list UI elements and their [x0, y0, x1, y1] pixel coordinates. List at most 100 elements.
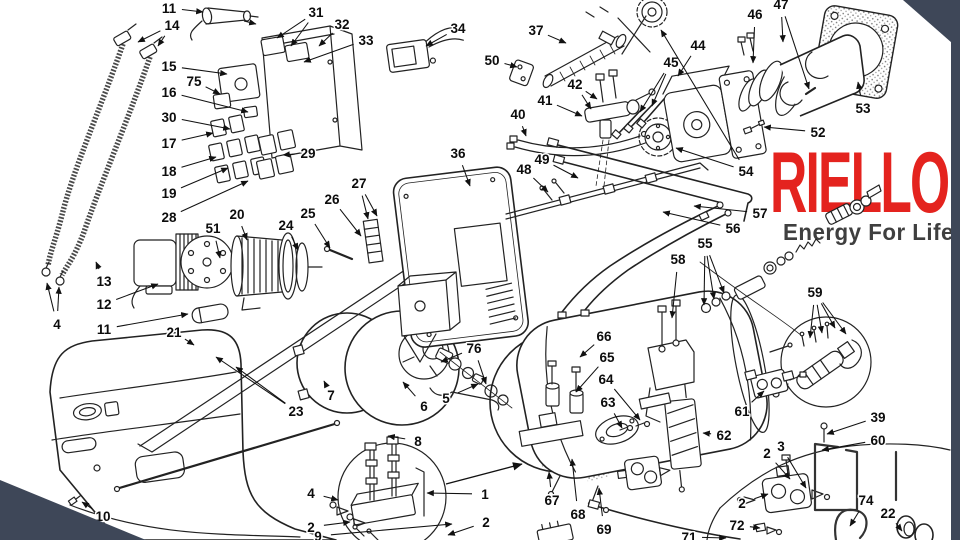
- part-label-2: 2: [482, 515, 490, 530]
- part-label-60: 60: [870, 433, 885, 448]
- part-label-13: 13: [96, 274, 112, 289]
- leader-line-53: [856, 81, 863, 96]
- part-label-25: 25: [300, 206, 316, 221]
- part-label-42: 42: [567, 77, 582, 92]
- leader-line-42: [581, 94, 592, 110]
- leader-line-13: [95, 261, 102, 270]
- part-label-51: 51: [205, 221, 221, 236]
- leader-line-65: [575, 366, 599, 393]
- tube-assembly: [509, 0, 668, 89]
- leader-line-33: [303, 43, 354, 63]
- leader-line-56: [662, 210, 721, 226]
- part-label-11: 11: [162, 1, 177, 16]
- part-label-15: 15: [161, 59, 177, 74]
- part-label-52: 52: [810, 125, 825, 140]
- part-label-11: 11: [97, 322, 112, 337]
- leader-line-29: [282, 151, 296, 158]
- part-label-2: 2: [763, 446, 771, 461]
- leader-line-2: [775, 462, 791, 480]
- nozzle-assembly: [638, 184, 882, 423]
- fan-motor: [230, 232, 323, 311]
- part-label-23: 23: [288, 404, 304, 419]
- part-label-44: 44: [690, 38, 706, 53]
- leader-line-6: [402, 381, 416, 397]
- slide-rail: [505, 162, 709, 220]
- blast-tube: [737, 5, 899, 135]
- part-label-21: 21: [166, 325, 182, 340]
- part-label-30: 30: [161, 110, 176, 125]
- part-label-75: 75: [186, 74, 202, 89]
- leader-line-34: [425, 33, 447, 47]
- oil-hoses: [41, 23, 163, 286]
- mount-box: [397, 271, 461, 363]
- part-label-2: 2: [738, 496, 746, 511]
- leader-line-54: [660, 29, 740, 161]
- part-label-71: 71: [681, 530, 697, 540]
- part-label-49: 49: [534, 152, 549, 167]
- leader-line-58: [669, 271, 678, 319]
- leader-line-61: [751, 390, 765, 403]
- leader-line-9: [330, 521, 453, 536]
- ignition-rod: [189, 7, 259, 41]
- leader-line-30: [181, 118, 231, 131]
- leader-line-26: [339, 208, 362, 237]
- leader-line-31: [276, 18, 306, 39]
- terminal-blocks: [208, 114, 297, 184]
- leader-line-55: [700, 255, 708, 306]
- leader-line-71: [701, 534, 727, 540]
- leader-line-40: [520, 126, 527, 137]
- leader-line-76: [477, 360, 487, 385]
- leader-line-7: [323, 380, 330, 389]
- leader-line-15: [181, 67, 228, 77]
- leader-line-59: [822, 302, 847, 335]
- leader-line-23: [235, 366, 286, 404]
- part-label-69: 69: [596, 522, 611, 537]
- part-label-48: 48: [516, 162, 532, 177]
- igniter-box: [212, 63, 261, 119]
- leader-line-10: [81, 501, 93, 510]
- part-label-53: 53: [855, 101, 871, 116]
- part-label-68: 68: [570, 507, 586, 522]
- part-label-61: 61: [734, 404, 750, 419]
- part-label-55: 55: [697, 236, 713, 251]
- leader-line-31: [290, 22, 309, 47]
- part-label-7: 7: [327, 388, 335, 403]
- part-label-26: 26: [324, 192, 340, 207]
- part-label-76: 76: [466, 341, 482, 356]
- part-label-28: 28: [161, 210, 177, 225]
- part-label-67: 67: [544, 493, 559, 508]
- leader-line-16: [181, 94, 249, 114]
- leader-line-51: [215, 240, 222, 259]
- part-label-22: 22: [880, 506, 895, 521]
- support-rod: [113, 419, 341, 493]
- part-label-16: 16: [161, 85, 177, 100]
- valve-group: [536, 368, 951, 540]
- leader-line-27: [364, 194, 378, 217]
- elbow-fitting: [506, 69, 656, 187]
- part-label-5: 5: [442, 391, 450, 406]
- part-label-4: 4: [53, 317, 61, 332]
- leader-line-44: [677, 55, 692, 77]
- part-label-56: 56: [725, 221, 741, 236]
- leader-line-41: [556, 104, 583, 117]
- leader-line-37: [547, 34, 567, 44]
- manifold-detail-circle: [329, 436, 523, 540]
- leader-line-67: [546, 471, 553, 488]
- leader-line-24: [291, 236, 299, 251]
- bottom-left-corner-triangle: [0, 480, 146, 540]
- right-edge-band: [951, 0, 960, 540]
- leader-line-19: [180, 167, 229, 189]
- part-label-1: 1: [481, 487, 489, 502]
- leader-line-1: [426, 489, 473, 497]
- part-label-18: 18: [161, 164, 177, 179]
- leader-line-14: [157, 35, 166, 47]
- leader-line-47: [784, 16, 810, 90]
- part-label-40: 40: [510, 107, 525, 122]
- burner-cover: [49, 329, 337, 540]
- leader-line-4: [323, 495, 339, 502]
- part-label-20: 20: [229, 207, 244, 222]
- part-label-57: 57: [752, 206, 767, 221]
- leader-line-55: [709, 255, 725, 294]
